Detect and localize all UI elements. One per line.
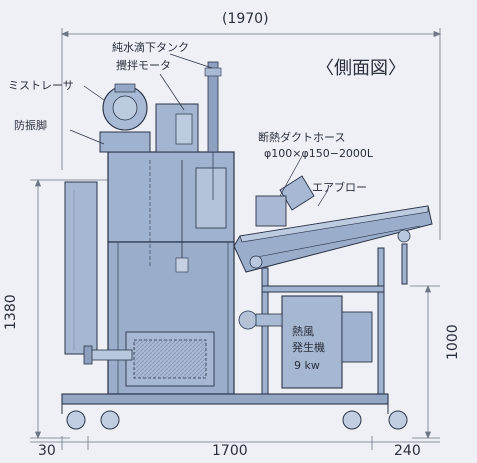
caster-wheels: [66, 410, 408, 430]
left-offset-dimension: 30: [38, 443, 56, 459]
hot-air-generator-power-label: 9 kw: [294, 359, 320, 372]
dimension-height-1380-line: [30, 178, 110, 440]
stirring-motor-unit: [155, 103, 199, 153]
leader-lines: [69, 53, 329, 207]
height-1000-dimension: 1000: [445, 324, 461, 360]
dimension-bottom-line: [30, 436, 440, 450]
body-width-dimension: 1700: [212, 443, 248, 459]
inclined-conveyor: [233, 205, 433, 273]
insulated-duct-hose: [255, 175, 315, 227]
mist-separator-unit: [99, 83, 151, 153]
water-tank-label: 純水滴下タンク: [112, 41, 189, 54]
mist-separator-label: ミストレーサ: [8, 79, 74, 92]
height-1380-dimension: 1380: [3, 294, 19, 330]
view-title: 〈側面図〉: [316, 58, 406, 79]
hot-air-generator-unit: [238, 295, 373, 389]
drain-pipe: [83, 345, 133, 365]
right-offset-dimension: 240: [394, 443, 421, 459]
duct-spec-label: φ100×φ150−2000L: [264, 147, 374, 160]
dimension-total-width-line: [60, 28, 442, 240]
anti-vibration-foot-label: 防振脚: [14, 119, 47, 132]
stirring-motor-label: 攪拌モータ: [116, 59, 171, 72]
base-frame: [61, 393, 389, 414]
total-width-dimension: (1970): [222, 11, 269, 27]
side-panel-box: [64, 181, 98, 355]
insulated-duct-label: 断熱ダクトホース: [258, 131, 346, 144]
dimension-height-1000-line: [410, 284, 440, 440]
air-blower-label: エアブロー: [312, 181, 367, 194]
hot-air-generator-label-2: 発生機: [292, 341, 325, 354]
water-drip-tank: [204, 61, 222, 200]
hot-air-generator-label-1: 熱風: [292, 325, 314, 338]
hatch-door: [125, 331, 215, 387]
